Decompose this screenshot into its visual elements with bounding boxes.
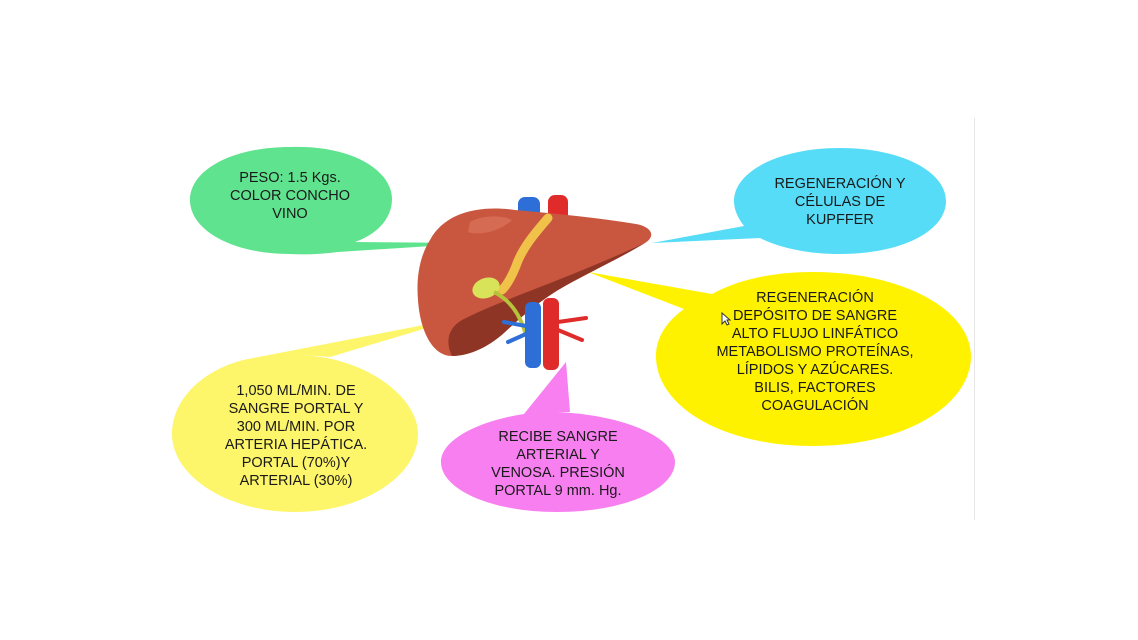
bubble-regeneration-kupffer-text: REGENERACIÓN Y CÉLULAS DE KUPFFER [774,176,906,228]
bile-duct [497,213,553,295]
cystic-duct [493,290,528,336]
gallbladder [472,277,500,299]
bubble-weight-color [190,146,478,255]
artery-branches [556,316,588,342]
mouse-cursor-icon [721,312,731,326]
liver-highlight [468,216,512,234]
bubble-blood-flow [172,318,460,512]
hepatic-artery [543,298,559,370]
bubble-portal-pressure [441,362,675,512]
liver-illustration [417,195,652,370]
portal-vein [525,302,541,368]
bubble-blood-flow-text: 1,050 ML/MIN. DE SANGRE PORTAL Y 300 ML/… [224,383,368,489]
slide-edge [974,118,975,520]
bubble-weight-color-text: PESO: 1.5 Kgs. COLOR CONCHO VINO [229,170,351,222]
liver-underside [448,243,645,356]
bubble-functions-text: REGENERACIÓN DEPÓSITO DE SANGRE ALTO FLU… [716,290,914,414]
bubble-functions [588,272,971,446]
vein-branches [502,320,528,344]
bubble-portal-pressure-text: RECIBE SANGRE ARTERIAL Y VENOSA. PRESIÓN… [491,429,625,499]
bubble-regeneration-kupffer [652,148,946,254]
